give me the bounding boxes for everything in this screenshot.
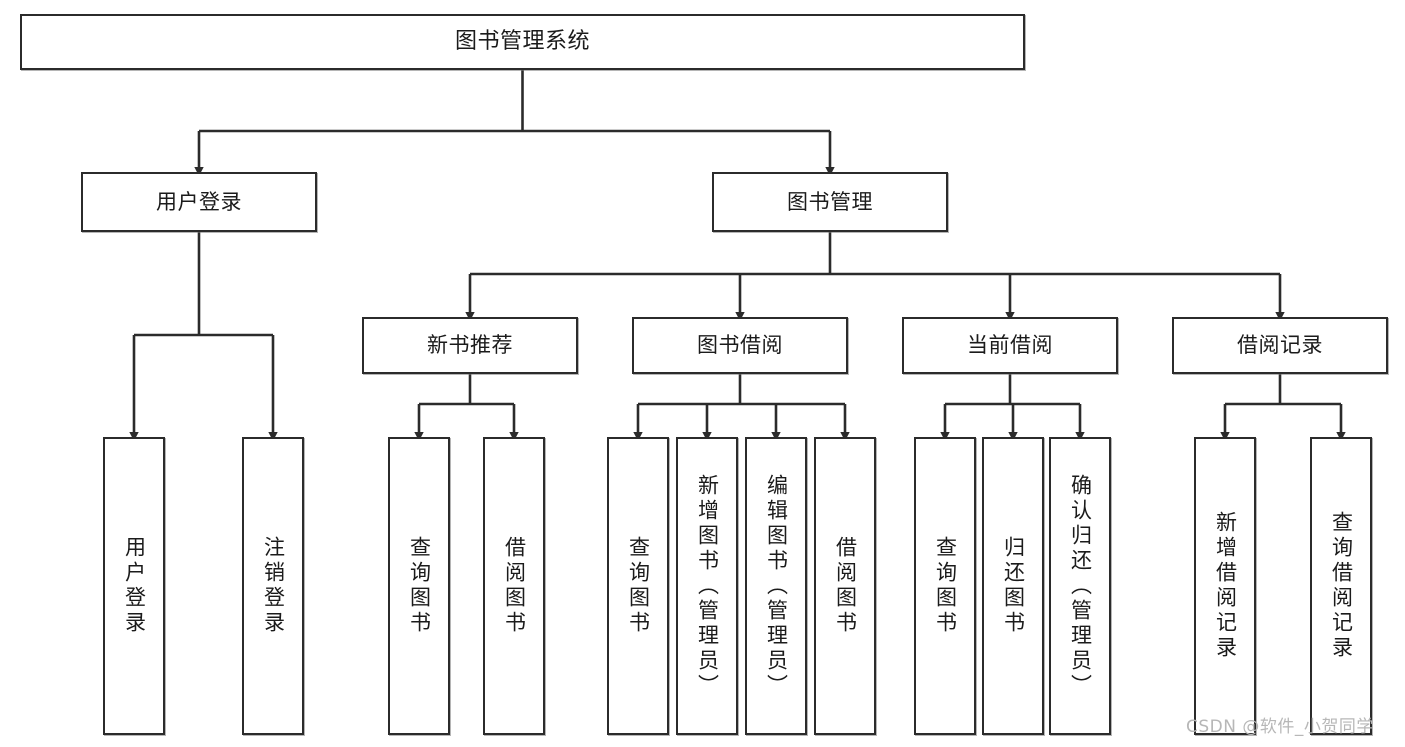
leaf-logout[interactable]: 注销登录 bbox=[242, 437, 304, 735]
leaf-add-borrow-record[interactable]: 新增借阅记录 bbox=[1194, 437, 1256, 735]
csdn-watermark: CSDN @软件_小贺同学 bbox=[1186, 717, 1374, 737]
node-new-book-recommend[interactable]: 新书推荐 bbox=[362, 317, 578, 374]
node-book-management[interactable]: 图书管理 bbox=[712, 172, 948, 232]
node-root-label: 图书管理系统 bbox=[454, 29, 590, 55]
leaf-query-book-current-label: 查询图书 bbox=[933, 536, 958, 636]
leaf-query-book-borrow[interactable]: 查询图书 bbox=[607, 437, 669, 735]
leaf-query-book-borrow-label: 查询图书 bbox=[626, 536, 651, 636]
node-current-borrow[interactable]: 当前借阅 bbox=[902, 317, 1118, 374]
node-book-borrow[interactable]: 图书借阅 bbox=[632, 317, 848, 374]
leaf-borrow-book-recommend-label: 借阅图书 bbox=[502, 536, 527, 636]
node-borrow-record[interactable]: 借阅记录 bbox=[1172, 317, 1388, 374]
leaf-borrow-book-borrow-label: 借阅图书 bbox=[833, 536, 858, 636]
leaf-edit-book-admin[interactable]: 编辑图书（管理员） bbox=[745, 437, 807, 735]
node-new-book-recommend-label: 新书推荐 bbox=[427, 333, 513, 358]
leaf-add-book-admin[interactable]: 新增图书（管理员） bbox=[676, 437, 738, 735]
leaf-query-book-recommend[interactable]: 查询图书 bbox=[388, 437, 450, 735]
node-book-management-label: 图书管理 bbox=[787, 189, 873, 214]
node-borrow-record-label: 借阅记录 bbox=[1237, 333, 1323, 358]
leaf-borrow-book-recommend[interactable]: 借阅图书 bbox=[483, 437, 545, 735]
edge-paths bbox=[129, 70, 1346, 442]
leaf-query-book-current[interactable]: 查询图书 bbox=[914, 437, 976, 735]
leaf-query-borrow-record[interactable]: 查询借阅记录 bbox=[1310, 437, 1372, 735]
leaf-return-book-label: 归还图书 bbox=[1001, 536, 1026, 636]
leaf-query-book-recommend-label: 查询图书 bbox=[407, 536, 432, 636]
leaf-logout-label: 注销登录 bbox=[261, 536, 286, 636]
leaf-edit-book-admin-label: 编辑图书（管理员） bbox=[764, 473, 789, 699]
node-user-login-label: 用户登录 bbox=[156, 189, 242, 214]
leaf-add-book-admin-label: 新增图书（管理员） bbox=[695, 473, 720, 699]
node-root[interactable]: 图书管理系统 bbox=[20, 14, 1025, 70]
leaf-user-login[interactable]: 用户登录 bbox=[103, 437, 165, 735]
node-user-login[interactable]: 用户登录 bbox=[81, 172, 317, 232]
leaf-query-borrow-record-label: 查询借阅记录 bbox=[1329, 511, 1354, 661]
node-book-borrow-label: 图书借阅 bbox=[697, 333, 783, 358]
leaf-user-login-label: 用户登录 bbox=[122, 536, 147, 636]
leaf-confirm-return-admin[interactable]: 确认归还（管理员） bbox=[1049, 437, 1111, 735]
leaf-borrow-book-borrow[interactable]: 借阅图书 bbox=[814, 437, 876, 735]
leaf-add-borrow-record-label: 新增借阅记录 bbox=[1213, 511, 1238, 661]
leaf-confirm-return-admin-label: 确认归还（管理员） bbox=[1068, 473, 1093, 699]
leaf-return-book[interactable]: 归还图书 bbox=[982, 437, 1044, 735]
node-current-borrow-label: 当前借阅 bbox=[967, 333, 1053, 358]
